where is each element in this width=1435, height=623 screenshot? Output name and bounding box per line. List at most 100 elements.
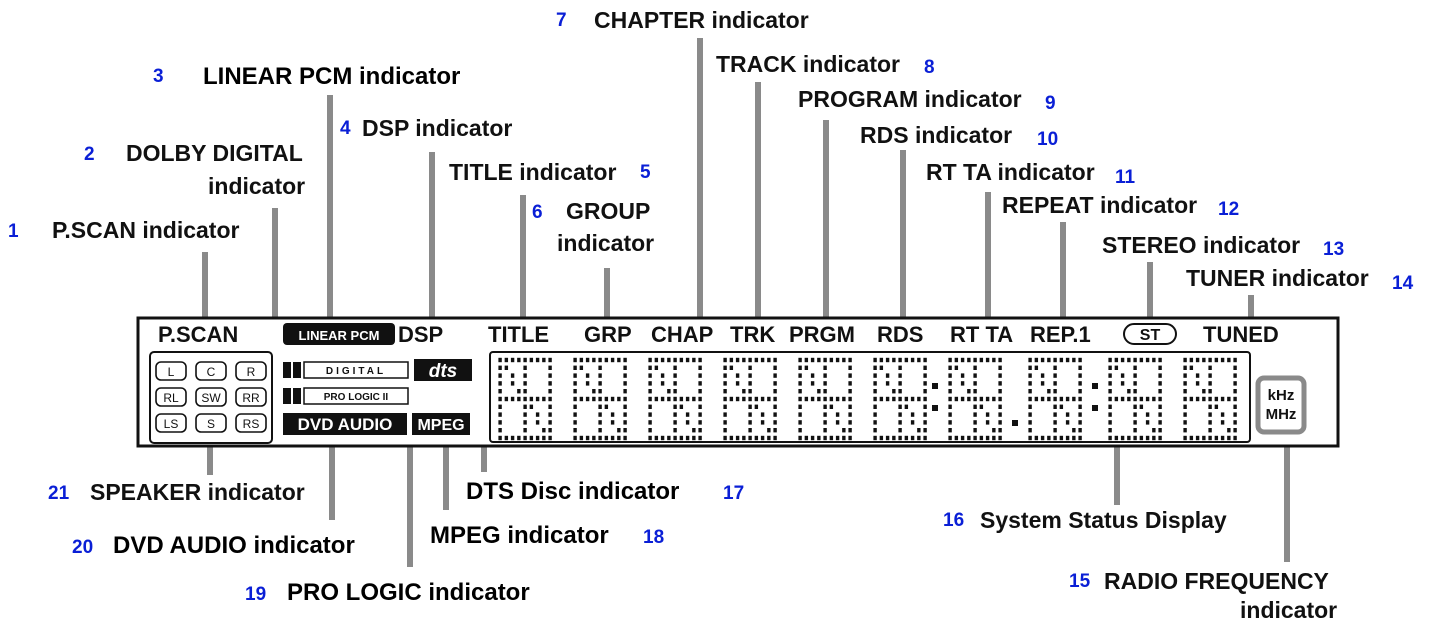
dts-logo-icon: dts bbox=[414, 359, 472, 382]
dvd-audio-badge bbox=[283, 413, 407, 435]
pscan-indicator: P.SCAN bbox=[158, 322, 238, 347]
callout-8-number: 8 bbox=[924, 57, 935, 78]
tuned-indicator: TUNED bbox=[1203, 322, 1279, 347]
pro-logic-indicator: PRO LOGIC II bbox=[283, 387, 409, 405]
digital-label: DIGITAL bbox=[326, 366, 386, 377]
callout-15-number: 15 bbox=[1069, 571, 1091, 592]
callout-13-number: 13 bbox=[1323, 239, 1344, 260]
dolby-pl-right-icon bbox=[293, 388, 301, 404]
linear-pcm-badge bbox=[283, 323, 395, 345]
speaker-rl: RL bbox=[163, 391, 179, 405]
chap-indicator: CHAP bbox=[651, 322, 713, 347]
callout-2-label-2: indicator bbox=[208, 173, 305, 199]
speaker-s: S bbox=[207, 417, 215, 431]
speaker-rr-box bbox=[235, 387, 267, 407]
rtta-indicator: RT TA bbox=[950, 322, 1013, 347]
display-panel: P.SCAN LINEAR PCM DSP TITLE GRP CHAP TRK… bbox=[136, 316, 1340, 448]
callout-9-label: PROGRAM indicator bbox=[798, 86, 1022, 112]
callout-20-number: 20 bbox=[72, 537, 93, 558]
digit-cell bbox=[873, 357, 927, 441]
dolby-logo-left-icon bbox=[283, 362, 291, 378]
stereo-indicator: ST bbox=[1140, 327, 1161, 344]
callout-11-label: RT TA indicator bbox=[926, 159, 1095, 185]
callout-4-number: 4 bbox=[340, 118, 351, 139]
speaker-ls-box bbox=[155, 413, 187, 433]
separator-dot bbox=[932, 405, 938, 411]
callout-14-number: 14 bbox=[1392, 273, 1414, 294]
digit-cell bbox=[948, 357, 1002, 441]
separator-dot bbox=[1092, 405, 1098, 411]
callout-6-label: GROUP bbox=[566, 198, 650, 224]
callout-18-number: 18 bbox=[643, 527, 664, 548]
callout-16-label: System Status Display bbox=[980, 507, 1227, 533]
callout-6-number: 6 bbox=[532, 202, 543, 223]
callout-2-number: 2 bbox=[84, 144, 95, 165]
speaker-r-box bbox=[235, 361, 267, 381]
dsp-indicator: DSP bbox=[398, 322, 443, 347]
speaker-r: R bbox=[247, 365, 256, 379]
speaker-indicator-group: L C R RL SW RR LS S RS bbox=[149, 351, 273, 444]
callout-9-number: 9 bbox=[1045, 93, 1056, 114]
speaker-rs-box bbox=[235, 413, 267, 433]
callout-3-label: LINEAR PCM indicator bbox=[203, 63, 460, 90]
prologic-label: PRO LOGIC II bbox=[324, 392, 389, 403]
digit-cell bbox=[648, 357, 702, 441]
dvd-audio-indicator: DVD AUDIO bbox=[298, 415, 393, 434]
dts-badge bbox=[414, 359, 472, 381]
digit-cell bbox=[798, 357, 852, 441]
callout-18-label: MPEG indicator bbox=[430, 522, 609, 549]
callout-2-label: DOLBY DIGITAL bbox=[126, 140, 303, 166]
callout-5-number: 5 bbox=[640, 162, 651, 183]
trk-indicator: TRK bbox=[730, 322, 775, 347]
speaker-l-box bbox=[155, 361, 187, 381]
rep-indicator: REP.1 bbox=[1030, 322, 1091, 347]
digital-box bbox=[303, 361, 409, 379]
prologic-box bbox=[303, 387, 409, 405]
callout-17-label: DTS Disc indicator bbox=[466, 478, 679, 505]
dolby-digital-indicator: DIGITAL bbox=[283, 361, 409, 379]
callout-20-label: DVD AUDIO indicator bbox=[113, 532, 355, 559]
digit-cell bbox=[723, 357, 777, 441]
grp-indicator: GRP bbox=[584, 322, 632, 347]
digit-cell bbox=[498, 357, 552, 441]
digit-cell bbox=[1108, 357, 1162, 441]
callout-5-label: TITLE indicator bbox=[449, 159, 616, 185]
callout-7-number: 7 bbox=[556, 10, 567, 31]
callout-8-label: TRACK indicator bbox=[716, 51, 900, 77]
callout-7-label: CHAPTER indicator bbox=[594, 7, 809, 33]
speaker-ls: LS bbox=[164, 417, 179, 431]
callout-17-number: 17 bbox=[723, 483, 744, 504]
callout-15-label: RADIO FREQUENCY bbox=[1104, 568, 1329, 594]
callout-13-label: STEREO indicator bbox=[1102, 232, 1300, 258]
callout-4-label: DSP indicator bbox=[362, 115, 512, 141]
callout-21-label: SPEAKER indicator bbox=[90, 479, 305, 505]
callout-1-label: P.SCAN indicator bbox=[52, 217, 239, 243]
speaker-sw: SW bbox=[201, 391, 221, 405]
dts-label: dts bbox=[429, 361, 458, 382]
separator-dot bbox=[1012, 420, 1018, 426]
callout-6-label-2: indicator bbox=[557, 230, 654, 256]
speaker-c-box bbox=[195, 361, 227, 381]
callout-19-label: PRO LOGIC indicator bbox=[287, 579, 530, 606]
callout-12-label: REPEAT indicator bbox=[1002, 192, 1197, 218]
stereo-badge bbox=[1123, 323, 1177, 345]
speaker-rr: RR bbox=[242, 391, 260, 405]
mpeg-badge bbox=[412, 413, 470, 435]
radio-frequency-box bbox=[1255, 375, 1307, 435]
digit-cell bbox=[573, 357, 627, 441]
dolby-pl-left-icon bbox=[283, 388, 291, 404]
dolby-logo-right-icon bbox=[293, 362, 301, 378]
callout-19-number: 19 bbox=[245, 584, 266, 605]
segment-digits bbox=[498, 357, 1237, 441]
speaker-rs: RS bbox=[243, 417, 260, 431]
title-indicator: TITLE bbox=[488, 322, 549, 347]
callout-21-number: 21 bbox=[48, 483, 70, 504]
digit-cell bbox=[1028, 357, 1082, 441]
callout-10-label: RDS indicator bbox=[860, 122, 1012, 148]
prgm-indicator: PRGM bbox=[789, 322, 855, 347]
khz-indicator: kHz bbox=[1268, 387, 1295, 404]
separator-dot bbox=[932, 383, 938, 389]
speaker-c: C bbox=[207, 365, 216, 379]
callout-14-label: TUNER indicator bbox=[1186, 265, 1369, 291]
